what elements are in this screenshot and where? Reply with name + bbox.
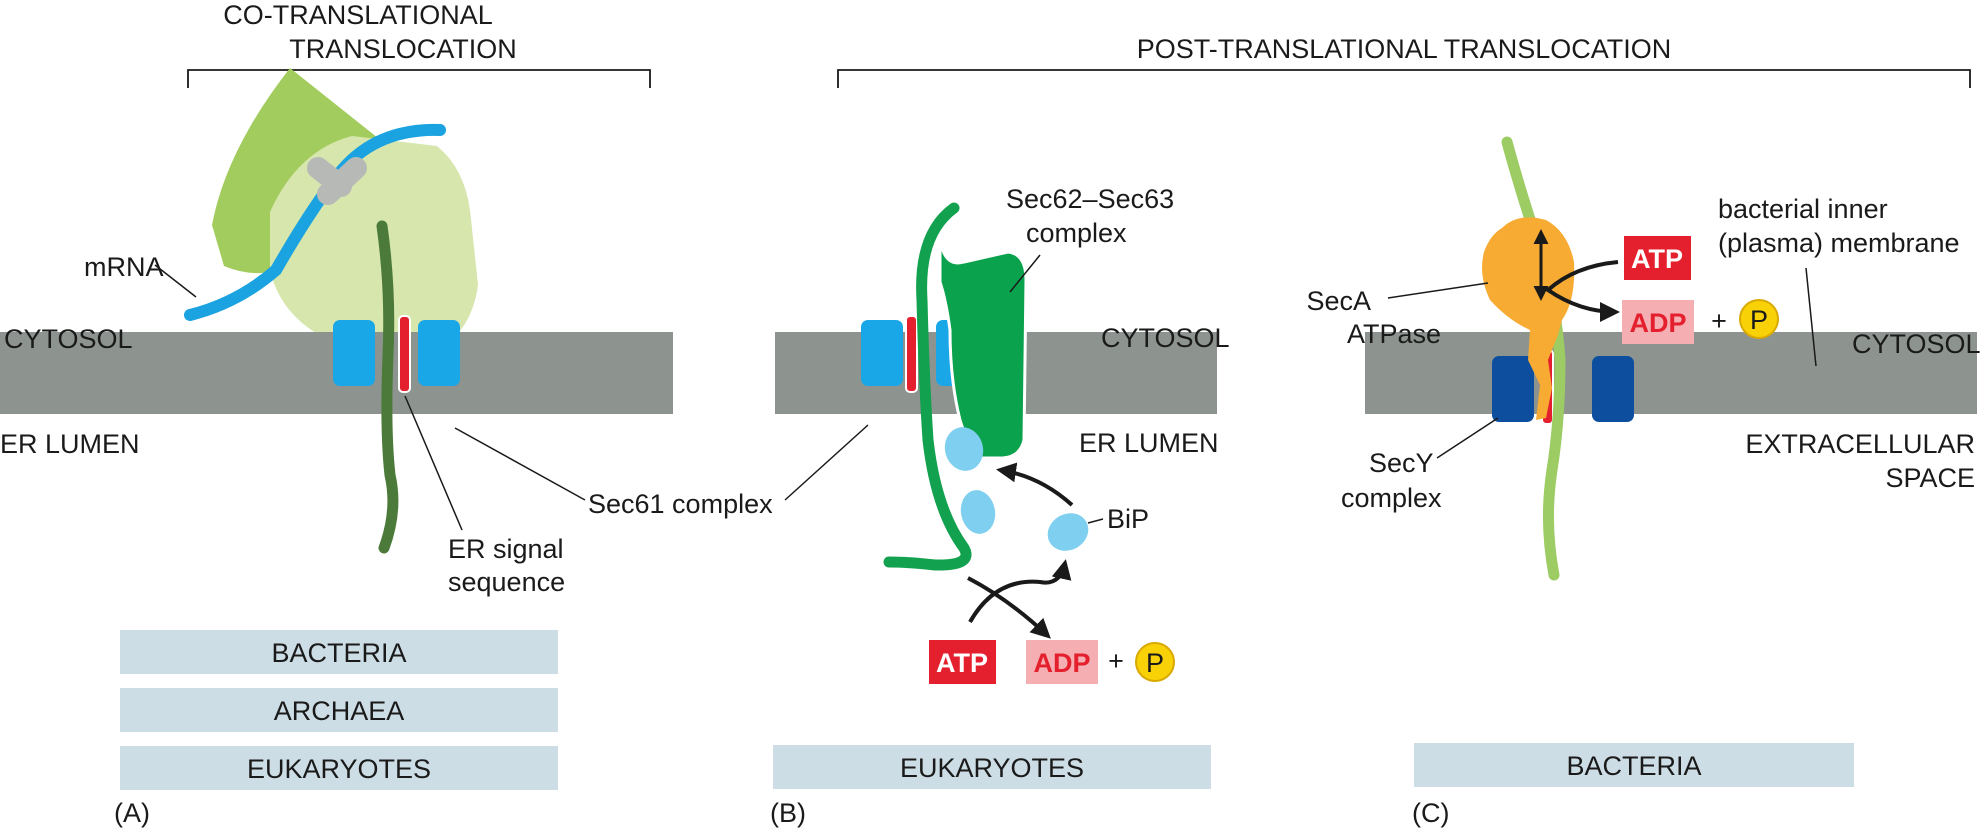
er-lumen-label-a: ER LUMEN <box>0 429 140 459</box>
organism-b: EUKARYOTES <box>900 753 1084 783</box>
atp-badge-c <box>1624 236 1691 280</box>
extracellular-label-line2: SPACE <box>1885 463 1975 493</box>
seca-atpase <box>1482 217 1575 420</box>
er-lumen-label-b: ER LUMEN <box>1079 428 1219 458</box>
panel-a-letter: (A) <box>114 798 150 828</box>
bip-binding-arrow <box>996 462 1074 507</box>
organism-bar-a-1 <box>120 630 558 674</box>
bip-molecule-free <box>1047 513 1089 551</box>
panel-a-header-line2: TRANSLOCATION <box>289 34 517 64</box>
membrane-label-line1: bacterial inner <box>1718 194 1888 224</box>
adp-badge-c <box>1622 300 1694 344</box>
atp-label-c: ATP <box>1631 244 1683 274</box>
panel-c-letter: (C) <box>1412 798 1449 828</box>
sec61-leader-b <box>784 424 869 501</box>
atp-label-b: ATP <box>936 648 988 678</box>
signal-sequence-mark-b <box>905 315 918 393</box>
er-signal-label-line2: sequence <box>448 567 565 597</box>
organism-bar-a-2 <box>120 688 558 732</box>
polypeptide-b <box>883 202 972 571</box>
mrna-strand <box>184 123 446 321</box>
er-signal-label-line1: ER signal <box>448 534 564 564</box>
mrna-label: mRNA <box>84 252 164 282</box>
extracellular-label-line1: EXTRACELLULAR <box>1745 429 1975 459</box>
polypeptide-c <box>1501 136 1566 581</box>
sec61-channel-right-a <box>418 320 460 386</box>
bip-label: BiP <box>1107 504 1149 534</box>
panel-a: CO-TRANSLATIONAL TRANSLOCATION CYTOSOL E… <box>0 0 673 828</box>
sec62-sec63-complex <box>938 237 1028 460</box>
post-translational-bracket <box>837 69 1971 88</box>
bip-molecule-2 <box>960 490 996 534</box>
cytosol-label-a: CYTOSOL <box>4 324 133 354</box>
sec62-leader <box>1009 254 1041 293</box>
sec62-sec63-label-line2: complex <box>1026 218 1127 248</box>
bip-leader <box>1087 518 1104 524</box>
er-signal-leader <box>404 395 463 531</box>
adp-label-c: ADP <box>1629 308 1686 338</box>
membrane-label-line2: (plasma) membrane <box>1718 228 1960 258</box>
adp-label-b: ADP <box>1033 648 1090 678</box>
seca-label-line2: ATPase <box>1347 319 1441 349</box>
atp-badge-b <box>929 640 996 684</box>
er-signal-sequence-mark <box>398 315 411 393</box>
organism-bar-b <box>773 745 1211 789</box>
phosphate-c <box>1739 299 1779 339</box>
phosphate-b <box>1135 642 1175 682</box>
sec61-complex-label: Sec61 complex <box>588 489 773 519</box>
cytosol-label-c: CYTOSOL <box>1852 329 1981 359</box>
secy-channel-left <box>1492 356 1534 422</box>
ribosome-large-subunit <box>212 68 378 274</box>
mrna-leader <box>154 264 197 298</box>
organism-a-2: ARCHAEA <box>274 696 405 726</box>
panel-b: Sec62–Sec63 complex CYTOSOL ER LUMEN BiP… <box>770 184 1230 828</box>
organism-a-3: EUKARYOTES <box>247 754 431 784</box>
secy-label-line1: SecY <box>1369 448 1434 478</box>
organism-a-1: BACTERIA <box>271 638 406 668</box>
atp-to-bip-arrow <box>968 559 1072 623</box>
sec62-sec63-label-line1: Sec62–Sec63 <box>1006 184 1174 214</box>
secy-label-line2: complex <box>1341 483 1442 513</box>
nascent-polypeptide-a <box>376 220 399 554</box>
sec61-leader-a <box>454 427 586 501</box>
panel-a-bracket <box>187 69 651 88</box>
panel-c: ATP ADP + P bacterial inner (plasma) mem… <box>1306 136 1981 828</box>
atp-hydrolysis-arrow-b <box>967 576 1051 639</box>
plasma-membrane-c <box>1365 332 1977 414</box>
sec61-channel-left-a <box>333 320 375 386</box>
panel-a-header-line1: CO-TRANSLATIONAL <box>223 0 493 30</box>
secy-channel-right <box>1592 356 1634 422</box>
plus-sign-b: + <box>1108 646 1124 676</box>
bip-molecule-1 <box>944 427 984 471</box>
secy-leader <box>1436 417 1499 459</box>
phosphate-label-b: P <box>1146 648 1164 678</box>
organism-bar-a-3 <box>120 746 558 790</box>
plus-sign-c: + <box>1711 306 1727 336</box>
organism-bar-c <box>1414 743 1854 787</box>
seca-leader <box>1387 282 1489 299</box>
post-translational-header: POST-TRANSLATIONAL TRANSLOCATION <box>1137 34 1672 64</box>
membrane-leader <box>1805 267 1817 367</box>
sec61-channel-left-b <box>861 320 903 386</box>
seca-label-line1: SecA <box>1306 286 1371 316</box>
cytosol-label-b: CYTOSOL <box>1101 323 1230 353</box>
atp-hydrolysis-arrow-c <box>1544 260 1620 322</box>
adp-badge-b <box>1026 640 1098 684</box>
phosphate-label-c: P <box>1750 305 1768 335</box>
organism-c: BACTERIA <box>1566 751 1701 781</box>
panel-b-letter: (B) <box>770 798 806 828</box>
